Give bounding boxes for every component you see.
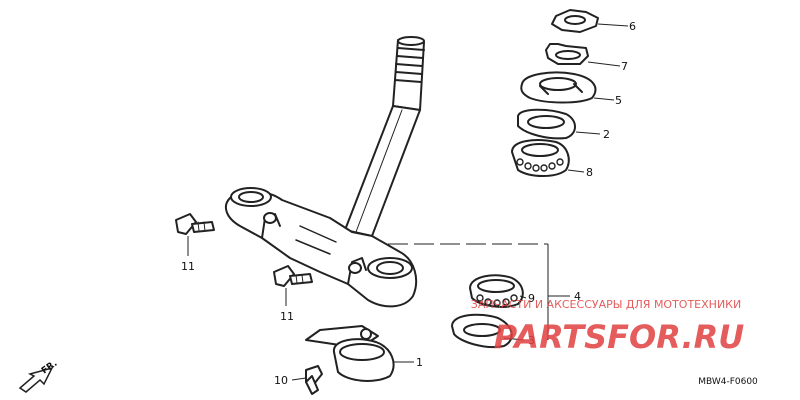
callout-2: 2	[603, 128, 610, 141]
watermark-logo: PARTSFOR.RU	[494, 318, 744, 356]
dust-seal[interactable]	[517, 108, 576, 140]
callout-10: 10	[274, 374, 288, 387]
lock-washer[interactable]	[545, 43, 589, 65]
callout-1: 1	[416, 356, 423, 369]
callout-11-upper: 11	[181, 260, 195, 273]
callout-4: 4	[574, 290, 581, 303]
steering-stem-assembly[interactable]	[224, 36, 425, 308]
callout-7: 7	[621, 60, 628, 73]
callout-9: 9	[528, 292, 535, 305]
bolt-upper[interactable]	[175, 213, 215, 235]
bolt-small[interactable]	[305, 365, 323, 395]
lower-bearing[interactable]	[469, 274, 524, 308]
watermark: ЗАПЧАСТИ И АКСЕССУАРЫ ДЛЯ МОТОТЕХНИКИ PA…	[471, 298, 744, 356]
callout-3: 3	[528, 334, 535, 347]
callout-8: 8	[586, 166, 593, 179]
callout-6: 6	[629, 20, 636, 33]
diagram-code: MBW4-F0600	[698, 377, 758, 387]
callout-5: 5	[615, 94, 622, 107]
stem-adjusting-nut[interactable]	[520, 71, 597, 104]
callout-11-lower: 11	[280, 310, 294, 323]
watermark-tagline: ЗАПЧАСТИ И АКСЕССУАРЫ ДЛЯ МОТОТЕХНИКИ	[471, 298, 741, 311]
upper-bearing[interactable]	[511, 139, 570, 177]
steering-cover[interactable]	[305, 325, 395, 382]
front-direction-arrow: FR.	[18, 359, 59, 393]
lower-dust-seal[interactable]	[451, 313, 513, 348]
leader-lines	[187, 23, 629, 381]
bolt-lower[interactable]	[273, 265, 313, 287]
stem-lock-nut[interactable]	[551, 9, 599, 33]
callout-labels: 6 7 5 2 8 4 9 3 1 10 11 11	[181, 20, 636, 387]
